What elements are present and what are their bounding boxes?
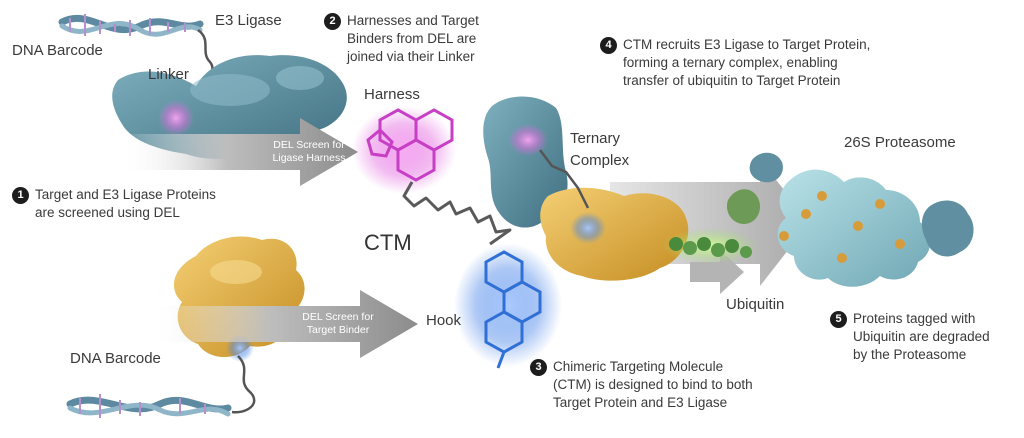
ctm-label: CTM (364, 230, 412, 255)
step-5-number: 5 (830, 311, 847, 328)
ternary-complex-label: Ternary Complex (570, 130, 630, 169)
step-3-number: 3 (530, 359, 547, 376)
linker-chain-bottom (231, 355, 256, 414)
e3-ligase-label: E3 Ligase (215, 12, 282, 29)
harness-molecule (352, 106, 456, 194)
harness-label: Harness (364, 86, 420, 103)
target-screen-arrow (150, 290, 418, 358)
step-4-number: 4 (600, 37, 617, 54)
ctm-linker-chain (402, 181, 512, 246)
ubiquitin-label: Ubiquitin (726, 296, 785, 313)
ligase-screen-arrow-text: DEL Screen for Ligase Harness (272, 139, 346, 164)
proteasome (726, 152, 974, 287)
target-screen-arrow-text: DEL Screen for Target Binder (302, 311, 374, 336)
hook-molecule (454, 243, 562, 369)
harness-binding-glow-top (158, 100, 194, 136)
dna-barcode-bottom-label: DNA Barcode (70, 350, 161, 367)
step-2-number: 2 (324, 13, 341, 30)
step-2-text: Harnesses and Target Binders from DEL ar… (347, 13, 479, 64)
step-5: 5 Proteins tagged with Ubiquitin are deg… (830, 310, 990, 364)
ligase-screen-arrow (120, 118, 358, 186)
ubiquitin-chain (662, 228, 758, 264)
step-1-number: 1 (12, 187, 29, 204)
step-1-text: Target and E3 Ligase Proteins are screen… (35, 187, 216, 220)
linker-label: Linker (148, 66, 189, 83)
ternary-complex (483, 96, 689, 281)
step-2: 2 Harnesses and Target Binders from DEL … (324, 12, 479, 66)
hook-label: Hook (426, 312, 462, 329)
step-4: 4 CTM recruits E3 Ligase to Target Prote… (600, 36, 870, 90)
dna-barcode-top-graphic (58, 14, 204, 37)
step-4-text: CTM recruits E3 Ligase to Target Protein… (623, 37, 871, 88)
proteasome-label: 26S Proteasome (844, 134, 956, 151)
step-5-text: Proteins tagged with Ubiquitin are degra… (853, 311, 990, 362)
dna-barcode-bottom-graphic (66, 394, 232, 418)
step-1: 1 Target and E3 Ligase Proteins are scre… (12, 186, 216, 222)
step-3: 3 Chimeric Targeting Molecule (CTM) is d… (530, 358, 753, 412)
dna-barcode-top-label: DNA Barcode (12, 42, 103, 59)
step-3-text: Chimeric Targeting Molecule (CTM) is des… (553, 359, 753, 410)
